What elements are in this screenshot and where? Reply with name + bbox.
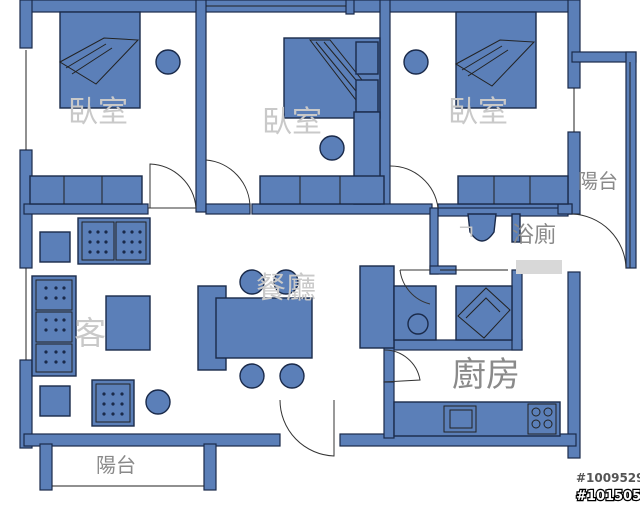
door-entrance bbox=[279, 399, 335, 457]
sofa-left-tufts bbox=[44, 286, 66, 364]
bed-right bbox=[455, 11, 537, 109]
stool-middle bbox=[319, 135, 345, 161]
door-balcony-right bbox=[571, 213, 627, 269]
bed-left-blanket bbox=[59, 37, 140, 85]
shower bbox=[455, 285, 513, 341]
bedroom-left: 臥室 bbox=[29, 11, 181, 205]
wall-bedroom-bottom-3 bbox=[251, 203, 433, 215]
room-label-kitchen: 廚房 bbox=[452, 355, 520, 395]
wall-bath-top bbox=[437, 207, 569, 217]
dining-table bbox=[215, 297, 313, 359]
wardrobe-middle bbox=[259, 175, 385, 205]
door-bathroom bbox=[399, 269, 431, 305]
room-label-bedroom-middle: 臥室 bbox=[262, 105, 322, 140]
wall-left-upper bbox=[19, 0, 33, 49]
nightstand-middle-a bbox=[355, 41, 379, 75]
room-label-bedroom-right: 臥室 bbox=[448, 95, 508, 130]
dining-room: 餐廳 bbox=[197, 269, 316, 389]
sink-bowl bbox=[407, 313, 429, 335]
room-label-balcony-bottom: 陽台 bbox=[96, 453, 136, 477]
toilet bbox=[467, 213, 497, 242]
door-kitchen bbox=[383, 349, 421, 383]
chair-top-1 bbox=[239, 269, 265, 295]
blur-patch bbox=[516, 260, 562, 274]
bedroom-right: 臥室 bbox=[403, 11, 569, 205]
living-room: 客 bbox=[31, 217, 171, 427]
nightstand-middle-b bbox=[355, 79, 379, 113]
armchair-top-tufts bbox=[88, 230, 142, 254]
bed-left bbox=[59, 11, 141, 109]
chair-bottom-2 bbox=[279, 363, 305, 389]
nightstand-right bbox=[403, 49, 429, 75]
wall-balcony-right-side bbox=[625, 51, 637, 269]
wall-kitchen-top-left bbox=[387, 339, 523, 351]
corner-mark: ㄱ bbox=[456, 221, 476, 246]
coffee-table bbox=[105, 295, 151, 351]
wall-balcony-bottom-left bbox=[39, 443, 53, 491]
kitchen-sink bbox=[443, 405, 477, 433]
side-table-top bbox=[39, 231, 71, 263]
room-label-bedroom-left: 臥室 bbox=[68, 95, 128, 130]
kitchen-counter bbox=[393, 401, 561, 437]
wall-bath-right-outer bbox=[557, 203, 573, 215]
chair-bottom-1 bbox=[239, 363, 265, 389]
wall-bedroom-bottom-1 bbox=[23, 203, 149, 215]
side-table-bottom bbox=[39, 385, 71, 417]
bath-block bbox=[359, 265, 513, 349]
room-label-balcony-right: 陽台 bbox=[578, 169, 618, 193]
bed-right-blanket bbox=[455, 39, 536, 87]
plant-pot bbox=[145, 389, 171, 415]
walls bbox=[19, 0, 637, 491]
watermark-id-2: #1015055 bbox=[576, 489, 640, 504]
nightstand-left bbox=[155, 49, 181, 75]
bath-wall-stub bbox=[511, 213, 521, 243]
stove bbox=[527, 403, 557, 435]
room-label-dining: 餐廳 bbox=[256, 271, 316, 306]
sofa-left bbox=[31, 275, 77, 377]
room-label-living: 客 bbox=[74, 314, 106, 352]
doors bbox=[148, 159, 627, 457]
wardrobe-left bbox=[29, 175, 143, 205]
door-bedroom-middle bbox=[205, 159, 251, 209]
wall-bedroom-divider-1 bbox=[195, 0, 207, 213]
wall-bath-left bbox=[345, 0, 355, 15]
armchair-bottom-tufts bbox=[102, 392, 124, 416]
wall-bath-inner-left bbox=[429, 207, 439, 275]
wardrobe-right bbox=[457, 175, 569, 205]
wall-balcony-bottom-right bbox=[203, 443, 217, 491]
watermark-id-1: #1009529 bbox=[576, 471, 640, 485]
wall-bedroom-bottom-2 bbox=[205, 203, 251, 215]
wall-bottom-left bbox=[23, 433, 281, 447]
kitchen: 廚房 bbox=[393, 355, 561, 437]
wall-right-lower bbox=[567, 271, 581, 459]
bathroom: ㄱ 浴廁 bbox=[456, 213, 562, 274]
wall-bath-right bbox=[511, 269, 523, 351]
wall-right-upper bbox=[567, 0, 581, 89]
wall-kitchen-bottom-inner bbox=[383, 381, 395, 439]
cabinet-tall bbox=[359, 265, 395, 349]
room-label-bathroom: 浴廁 bbox=[512, 223, 556, 248]
chair-top-2 bbox=[273, 269, 299, 295]
window-lines bbox=[25, 5, 631, 487]
door-bedroom-right bbox=[389, 165, 439, 209]
door-bedroom-left bbox=[148, 163, 197, 209]
bedroom-middle: 臥室 bbox=[259, 37, 385, 205]
